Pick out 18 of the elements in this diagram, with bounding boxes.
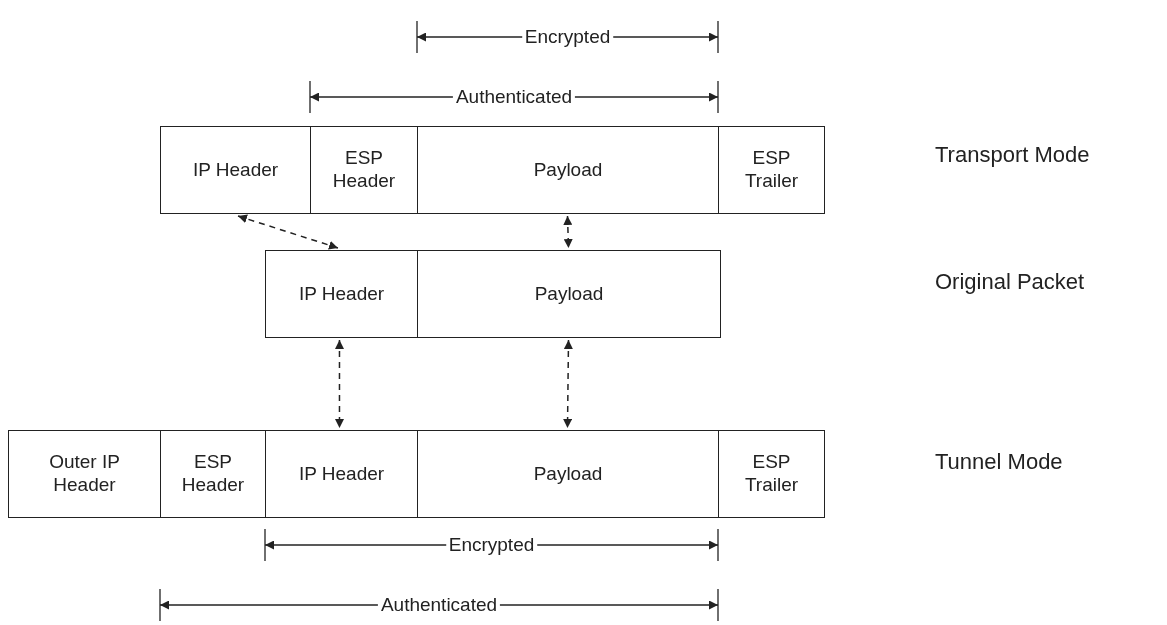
header-field: IP Header (265, 250, 418, 338)
trailer-field: ESP Trailer (718, 126, 825, 214)
header-field: ESP Header (310, 126, 418, 214)
header-field: Outer IP Header (8, 430, 161, 518)
payload-field: Payload (417, 430, 719, 518)
trailer-field: ESP Trailer (718, 430, 825, 518)
header-field: IP Header (265, 430, 418, 518)
arrow (563, 339, 573, 429)
payload-field: Payload (417, 126, 719, 214)
header-field: IP Header (160, 126, 311, 214)
header-field: ESP Header (160, 430, 266, 518)
arrow (237, 214, 339, 250)
arrow (563, 215, 573, 249)
payload-field: Payload (417, 250, 721, 338)
mode-label: Transport Mode (935, 142, 1090, 168)
mode-label: Original Packet (935, 269, 1085, 295)
mode-label: Tunnel Mode (935, 449, 1063, 475)
arrow (335, 339, 344, 429)
